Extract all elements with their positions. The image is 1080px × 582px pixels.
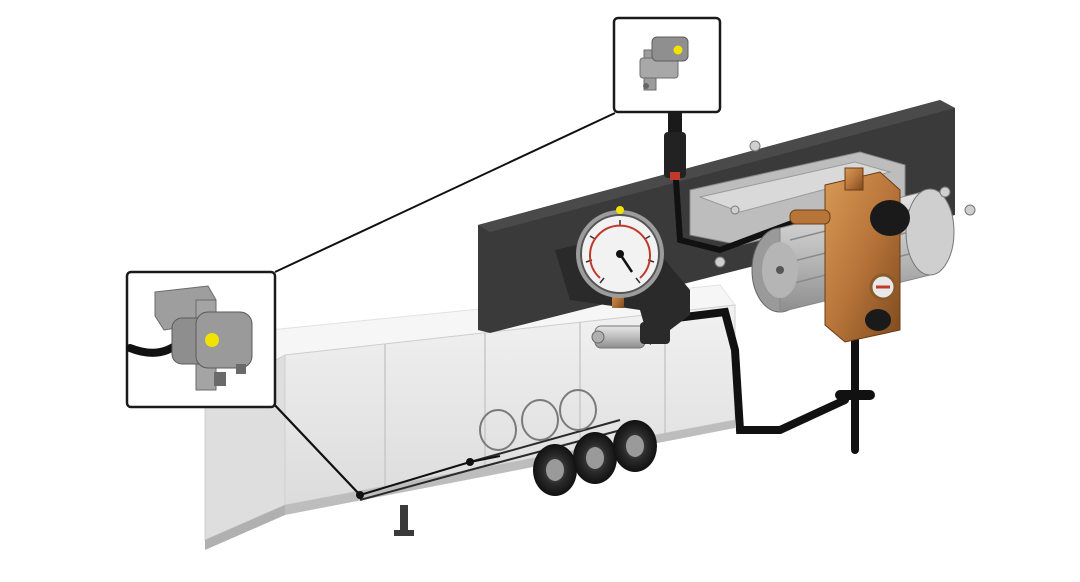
hydraulic-pump-icon (751, 167, 955, 343)
check-valve (591, 322, 670, 349)
sensor-detail-top (612, 16, 722, 114)
bolts (714, 140, 976, 268)
trailer-wheels (533, 420, 657, 496)
callout-lines (269, 112, 616, 496)
sensor-icon (639, 36, 689, 91)
hydraulic-hoses (656, 177, 875, 454)
sensor-icon-large (126, 285, 253, 391)
pressure-gauge-icon (576, 206, 664, 308)
sensor-detail-left (125, 270, 277, 409)
